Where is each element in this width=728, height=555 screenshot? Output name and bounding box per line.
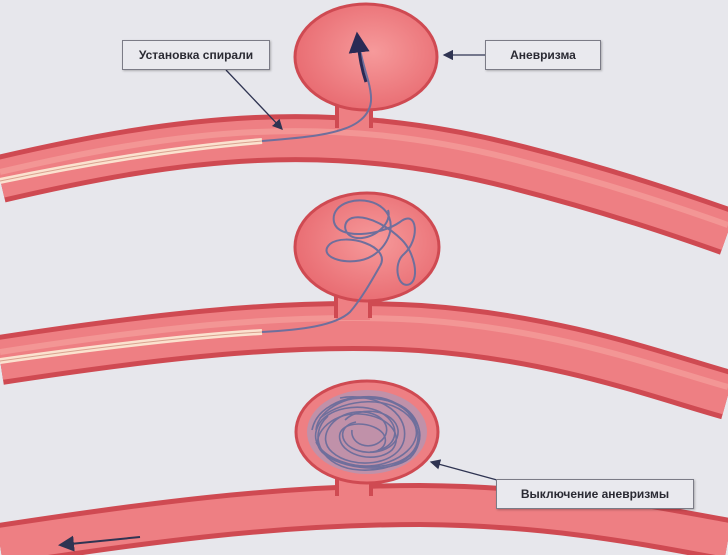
aneurysm-sac-1 xyxy=(293,2,439,130)
coil-wire-2 xyxy=(261,199,417,333)
coil-mass xyxy=(307,390,427,474)
leader-exclusion xyxy=(429,459,498,481)
leader-coil xyxy=(225,69,283,130)
catheter-2 xyxy=(0,329,263,364)
catheter-1 xyxy=(0,138,263,184)
label-coil-placement: Установка спирали xyxy=(122,40,270,70)
vessel-1 xyxy=(0,114,728,255)
panel-coil-placement xyxy=(0,2,728,255)
leader-lines xyxy=(225,49,498,481)
catheter-3 xyxy=(58,535,141,552)
label-aneurysm: Аневризма xyxy=(485,40,601,70)
aneurysm-sac-2 xyxy=(293,191,441,320)
panel-aneurysm-exclusion xyxy=(0,379,728,555)
label-aneurysm-exclusion: Выключение аневризмы xyxy=(496,479,694,509)
vessel-3 xyxy=(0,482,728,555)
panel-coil-deployment xyxy=(0,191,728,420)
coil-wire-1 xyxy=(261,31,373,142)
